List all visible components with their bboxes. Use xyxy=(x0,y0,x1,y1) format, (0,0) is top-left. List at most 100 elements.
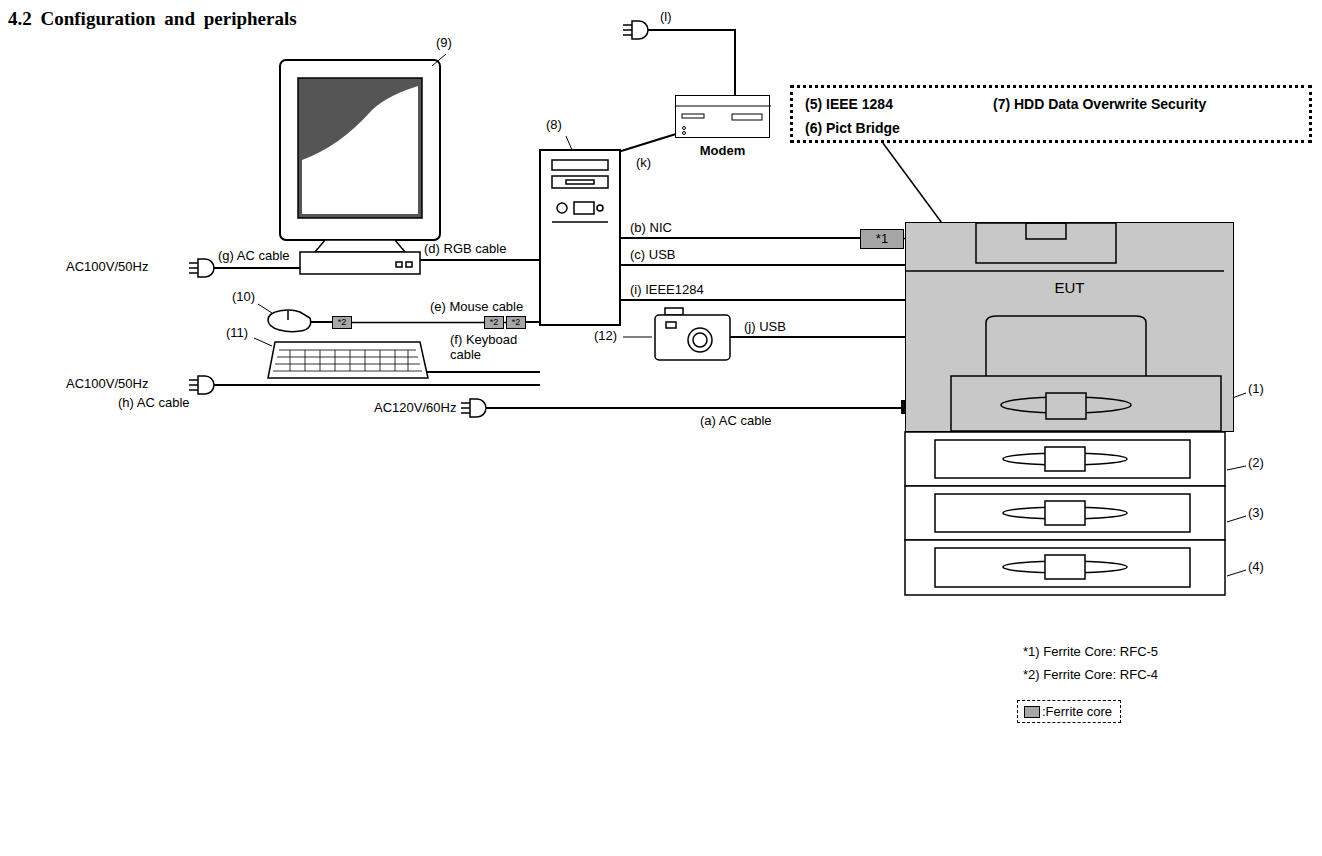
drawing-part xyxy=(905,540,1225,595)
cable-label: (a) AC cable xyxy=(700,414,772,429)
drawing-part xyxy=(618,134,676,152)
drawing-part xyxy=(214,267,300,269)
drawing-part xyxy=(254,338,272,346)
drawing-part xyxy=(300,252,420,274)
drawing-part xyxy=(526,321,540,323)
cable-label: (b) NIC xyxy=(630,221,672,236)
legend-row: :Ferrite core xyxy=(1024,704,1112,719)
drawing-part xyxy=(287,311,289,320)
drawing-part xyxy=(693,333,707,347)
drawing-part xyxy=(682,114,704,118)
ferrite-mark: *2 xyxy=(338,317,347,327)
drawing-part xyxy=(683,127,686,130)
drawing-part xyxy=(432,54,446,66)
drawing-part xyxy=(1227,516,1246,522)
cable-label: (f) Keyboad cable xyxy=(450,333,534,363)
drawing-part xyxy=(574,202,594,214)
drawing-part xyxy=(273,350,422,371)
cable-label: (g) AC cable xyxy=(218,249,290,264)
drawing-part xyxy=(315,240,405,252)
drawing-part xyxy=(406,262,412,267)
drawing-part xyxy=(732,114,762,120)
mouse xyxy=(268,310,311,332)
drawing-part xyxy=(976,223,1116,263)
drawing-part xyxy=(298,78,422,218)
cable-label: (e) Mouse cable xyxy=(430,300,523,315)
legend-text: :Ferrite core xyxy=(1042,704,1112,719)
ferrite-mark: *2 xyxy=(512,317,521,327)
eut-printer: EUT xyxy=(905,222,1234,432)
drawing-part xyxy=(620,264,905,266)
drawing-part xyxy=(986,316,1146,376)
ferrite-mark: *2 xyxy=(490,317,499,327)
option-text: (7) HDD Data Overwrite Security xyxy=(993,96,1206,112)
device-detail xyxy=(676,96,771,139)
legend-swatch xyxy=(1024,706,1040,718)
drawing-part xyxy=(620,299,905,301)
ferrite-core: *2 xyxy=(332,316,352,329)
drawing-part xyxy=(648,30,735,95)
drawing-part xyxy=(597,205,603,211)
drawing-part xyxy=(290,350,408,371)
keyboard xyxy=(268,342,428,378)
drawing-part xyxy=(623,337,652,338)
drawing-part xyxy=(540,150,620,325)
note-text: *2) Ferrite Core: RFC-4 xyxy=(1023,668,1158,683)
drawing-part xyxy=(566,136,572,150)
option-text: (5) IEEE 1284 xyxy=(805,96,893,112)
connector xyxy=(352,322,484,324)
drawing-part xyxy=(311,321,332,323)
camera xyxy=(655,308,730,360)
option-text: (6) Pict Bridge xyxy=(805,120,900,136)
drawing-part xyxy=(189,259,214,277)
connector xyxy=(883,143,941,222)
drawing-part xyxy=(935,440,1190,478)
voltage-label: AC100V/50Hz xyxy=(66,260,148,275)
drawing-part xyxy=(1227,570,1246,576)
drawing-part xyxy=(1045,447,1085,471)
drawing-part xyxy=(1046,393,1086,419)
drawing-part xyxy=(1026,223,1066,239)
monitor xyxy=(280,60,440,274)
paper-trays xyxy=(905,432,1225,595)
callout-number: (12) xyxy=(594,329,617,344)
title: 4.2 Configuration and peripherals xyxy=(8,8,297,30)
drawing-part xyxy=(566,180,594,184)
ferrite-core: *2 xyxy=(484,316,504,329)
cable-label: (c) USB xyxy=(630,248,676,263)
note-text: *1) Ferrite Core: RFC-5 xyxy=(1023,645,1158,660)
drawing-part xyxy=(420,259,540,261)
callout-number: (10) xyxy=(232,290,255,305)
drawing-part xyxy=(623,21,648,39)
ferrite-mark: *1 xyxy=(876,232,888,247)
drawing-part xyxy=(906,270,1224,272)
drawing-part xyxy=(396,262,402,267)
callout-number: (4) xyxy=(1248,560,1264,575)
voltage-label: AC100V/50Hz xyxy=(66,377,148,392)
callout-number: (11) xyxy=(226,326,248,341)
callout-number: (3) xyxy=(1248,506,1264,521)
drawing-part xyxy=(552,160,608,170)
ferrite-core: *1 xyxy=(860,229,904,249)
drawing-part xyxy=(557,203,567,213)
drawing-part xyxy=(676,106,771,107)
voltage-label: AC120V/60Hz xyxy=(374,401,456,416)
drawing-part xyxy=(951,376,1221,431)
legend: :Ferrite core xyxy=(1017,700,1121,723)
plugs xyxy=(189,21,648,417)
drawing-part xyxy=(1227,466,1246,470)
drawing-part xyxy=(427,371,540,373)
cable-label: (j) USB xyxy=(744,320,786,335)
drawing-part xyxy=(461,399,486,417)
cable-label: (h) AC cable xyxy=(118,396,190,411)
drawing-part xyxy=(273,350,422,371)
drawing-part xyxy=(268,310,311,332)
drawing-part xyxy=(1045,555,1085,579)
device-name: EUT xyxy=(906,279,1233,296)
computer xyxy=(540,150,620,325)
drawing-part xyxy=(280,60,440,240)
drawing-part xyxy=(620,237,860,239)
device-detail xyxy=(906,223,1226,433)
drawing-part xyxy=(302,86,418,214)
drawing-part xyxy=(552,176,608,188)
